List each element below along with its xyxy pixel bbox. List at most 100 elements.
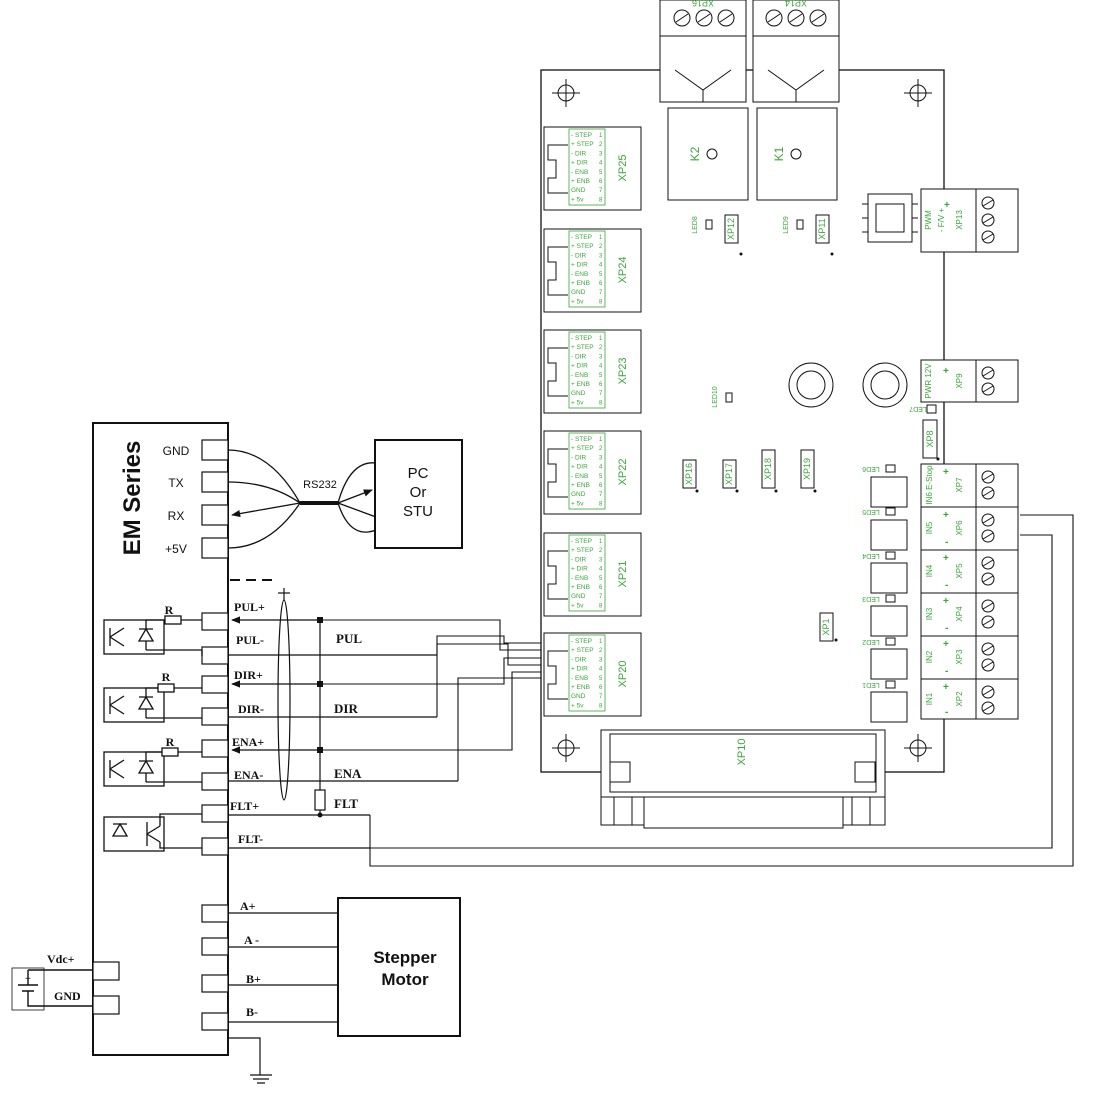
led1-label: LED1 xyxy=(862,681,880,688)
earth-ground-icon xyxy=(228,1037,272,1084)
xp14-top-label: XP14 xyxy=(785,0,807,8)
axis-pin-label: + ENB xyxy=(571,381,590,388)
pin-flt-plus: FLT+ xyxy=(230,799,259,813)
axis-pin-number: 6 xyxy=(599,382,603,388)
axis-pin-number: 3 xyxy=(599,657,603,663)
motor-label-line1: Stepper xyxy=(373,948,437,967)
pin-rx: RX xyxy=(168,509,185,523)
axis-pin-number: 5 xyxy=(599,373,603,379)
db25-connector xyxy=(600,729,886,829)
axis-pin-number: 7 xyxy=(599,290,603,296)
axis-pin-label: - ENB xyxy=(571,271,588,278)
pin-a-minus: A - xyxy=(244,933,259,947)
pin-a-plus: A+ xyxy=(240,899,256,913)
xp24-label: XP24 xyxy=(617,257,629,284)
pin-b-plus: B+ xyxy=(246,972,261,986)
xp3-plus: + xyxy=(943,639,949,650)
xp2-label: XP2 xyxy=(955,691,964,707)
led3-label: LED3 xyxy=(862,595,880,602)
axis-pin-number: 2 xyxy=(599,142,603,148)
xp19-label: XP19 xyxy=(802,458,812,480)
axis-pin-label: + ENB xyxy=(571,584,590,591)
xp5-label: XP5 xyxy=(955,563,964,579)
axis-pin-number: 2 xyxy=(599,244,603,250)
axis-pin-label: + DIR xyxy=(571,262,588,269)
axis-pin-number: 3 xyxy=(599,354,603,360)
axis-pin-label: + ENB xyxy=(571,684,590,691)
axis-pin-label: - ENB xyxy=(571,575,588,582)
control-pin-pads xyxy=(201,612,229,856)
led6-label: LED6 xyxy=(862,465,880,472)
xp16-top-label: XP16 xyxy=(692,0,714,8)
xp3-minus: - xyxy=(945,666,948,677)
axis-pin-label: GND xyxy=(571,593,586,600)
xp25-label: XP25 xyxy=(617,155,629,182)
relays xyxy=(667,107,838,201)
axis-pin-label: - STEP xyxy=(571,638,592,645)
pwr-label: PWR 12V xyxy=(924,363,933,399)
fv-label: - F/V + xyxy=(937,208,946,233)
in5-label: IN5 xyxy=(925,521,934,534)
axis-pin-number: 7 xyxy=(599,188,603,194)
axis-pin-number: 5 xyxy=(599,576,603,582)
xp23-label: XP23 xyxy=(617,358,629,385)
axis-pin-number: 5 xyxy=(599,474,603,480)
axis-pin-number: 1 xyxy=(599,133,603,139)
axis-pin-label: - STEP xyxy=(571,335,592,342)
xp6-label: XP6 xyxy=(955,520,964,536)
axis-pin-number: 5 xyxy=(599,676,603,682)
rs232-wires xyxy=(227,449,377,549)
flt-wiring xyxy=(369,514,1074,867)
xp4-plus: + xyxy=(943,596,949,607)
axis-pin-label: - DIR xyxy=(571,252,586,259)
motor-wiring xyxy=(228,912,338,1023)
axis-pin-label: + STEP xyxy=(571,344,594,351)
right-terminal-blocks xyxy=(920,188,1019,720)
axis-pin-label: - DIR xyxy=(571,353,586,360)
terminal-screws xyxy=(981,196,995,715)
axis-pin-number: 1 xyxy=(599,639,603,645)
driver-title: EM Series xyxy=(119,441,146,556)
rs232-label: RS232 xyxy=(303,479,337,491)
axis-pin-table xyxy=(568,634,606,712)
pc-label-line2: Or xyxy=(410,484,427,501)
axis-pin-label: - STEP xyxy=(571,538,592,545)
pc-label-line1: PC xyxy=(408,465,429,482)
axis-pin-number: 8 xyxy=(599,400,603,406)
axis-pin-label: + STEP xyxy=(571,243,594,250)
axis-pin-number: 1 xyxy=(599,437,603,443)
xp11-label: XP11 xyxy=(817,218,827,239)
xp13-plus: + xyxy=(944,200,950,211)
axis-pin-table xyxy=(568,331,606,409)
axis-pin-label: - DIR xyxy=(571,656,586,663)
xp2-minus: - xyxy=(945,707,948,718)
pc-label-line3: STU xyxy=(403,503,433,520)
axis-pin-label: GND xyxy=(571,187,586,194)
axis-pin-number: 7 xyxy=(599,391,603,397)
axis-pin-number: 1 xyxy=(599,336,603,342)
axis-pin-label: + 5v xyxy=(571,500,584,507)
led4-label: LED4 xyxy=(862,552,880,559)
xp5-plus: + xyxy=(943,553,949,564)
led10-label: LED10 xyxy=(712,386,719,408)
axis-pin-number: 2 xyxy=(599,446,603,452)
axis-pin-number: 3 xyxy=(599,455,603,461)
comm-pin-pads xyxy=(201,439,229,559)
control-pin-labels: PUL+ PUL- DIR+ DIR- ENA+ ENA- FLT+ FLT- xyxy=(230,600,265,846)
axis-pin-number: 8 xyxy=(599,299,603,305)
axis-pin-label: - STEP xyxy=(571,132,592,139)
axis-pin-label: + 5v xyxy=(571,702,584,709)
battery-icon xyxy=(11,967,93,1011)
xp5-minus: - xyxy=(945,580,948,591)
in1-label: IN1 xyxy=(925,692,934,705)
axis-pin-label: - ENB xyxy=(571,473,588,480)
axis-pin-label: GND xyxy=(571,693,586,700)
xp12-label: XP12 xyxy=(726,218,736,240)
motor-label-line2: Motor xyxy=(381,970,429,989)
pin-dir-plus: DIR+ xyxy=(234,668,263,682)
xp6-minus: - xyxy=(945,537,948,548)
axis-pin-number: 1 xyxy=(599,539,603,545)
axis-pin-label: + 5v xyxy=(571,298,584,305)
axis-pin-table xyxy=(568,230,606,308)
axis-pin-number: 5 xyxy=(599,170,603,176)
